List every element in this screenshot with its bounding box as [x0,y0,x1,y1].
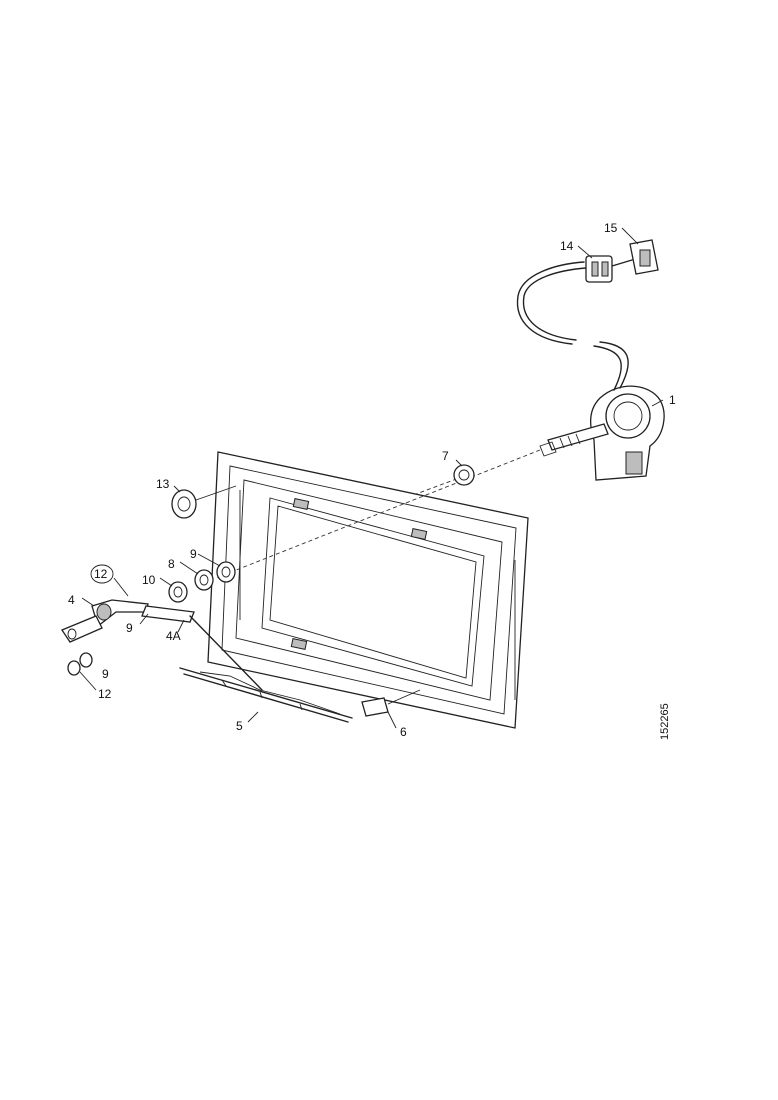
callout-labels: 1 4 4A 5 6 7 8 9 9 9 10 12 12 13 14 15 [68,221,676,739]
callout-13: 13 [156,477,170,491]
callout-7: 7 [442,449,449,463]
reference-number: 152265 [659,703,671,740]
callout-4: 4 [68,593,75,607]
callout-9-nut: 9 [190,547,197,561]
callout-1: 1 [669,393,676,407]
callout-15: 15 [604,221,618,235]
leader-lines [79,227,664,729]
callout-5: 5 [236,719,243,733]
callout-12-lower: 12 [98,687,112,701]
callout-9-washer: 9 [102,667,109,681]
cap-13 [171,485,237,519]
nut-10 [168,581,188,603]
washer-8 [194,569,214,591]
callout-4a: 4A [166,629,181,643]
window-frame [207,451,529,729]
wiper-arm [61,599,263,691]
callout-14: 14 [560,239,574,253]
callout-10: 10 [142,573,156,587]
callout-9-arm: 9 [126,621,133,635]
spindle-nut-9 [216,561,236,583]
arm-washers [67,652,93,676]
spindle-seal-7 [453,464,475,486]
callout-12-ring [90,564,114,584]
wiper-blade [179,667,353,723]
callout-6: 6 [400,725,407,739]
wiper-motor [539,385,665,481]
callout-8: 8 [168,557,175,571]
callout-12-upper: 12 [94,567,108,581]
wiring-harness [516,239,659,391]
